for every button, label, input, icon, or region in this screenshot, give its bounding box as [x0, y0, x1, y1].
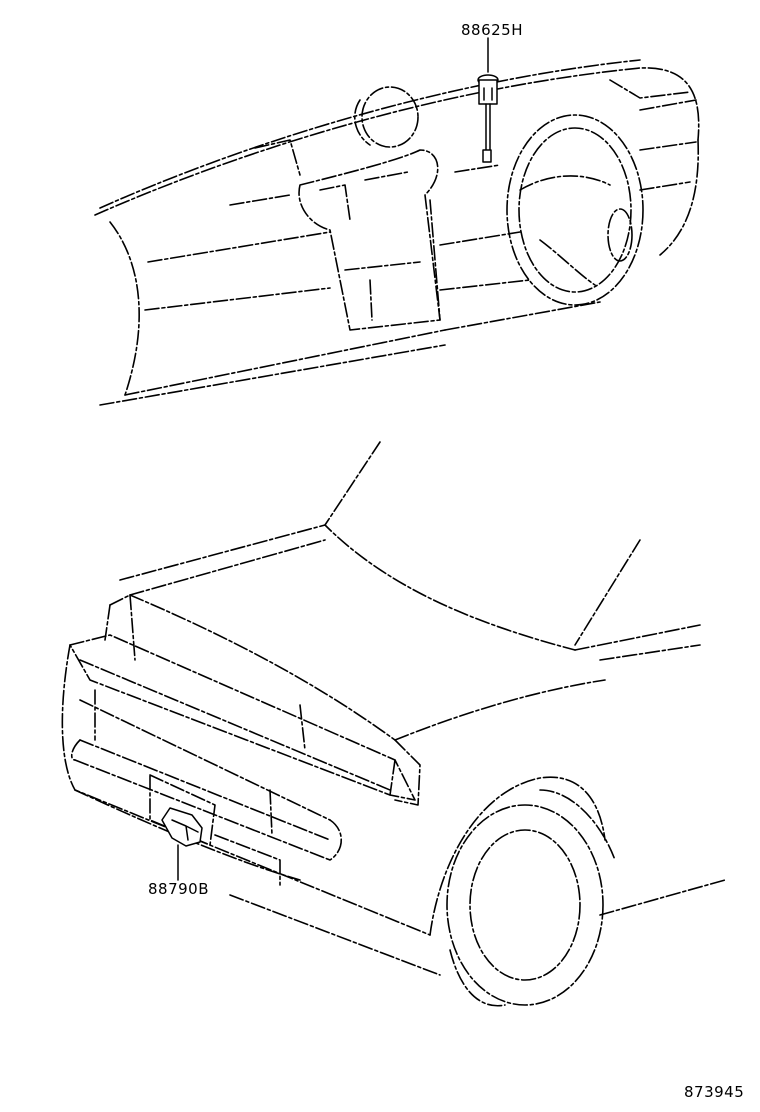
- part-number-label-88790b: 88790B: [148, 880, 210, 898]
- dashboard-illustration: [94, 37, 700, 406]
- part-number-label-88625h: 88625H: [461, 21, 523, 39]
- diagram-id-label: 873945: [684, 1083, 745, 1101]
- sensor-88790b: [161, 807, 203, 881]
- vehicle-front-illustration: [61, 441, 726, 1007]
- switch-88625h: [477, 37, 499, 163]
